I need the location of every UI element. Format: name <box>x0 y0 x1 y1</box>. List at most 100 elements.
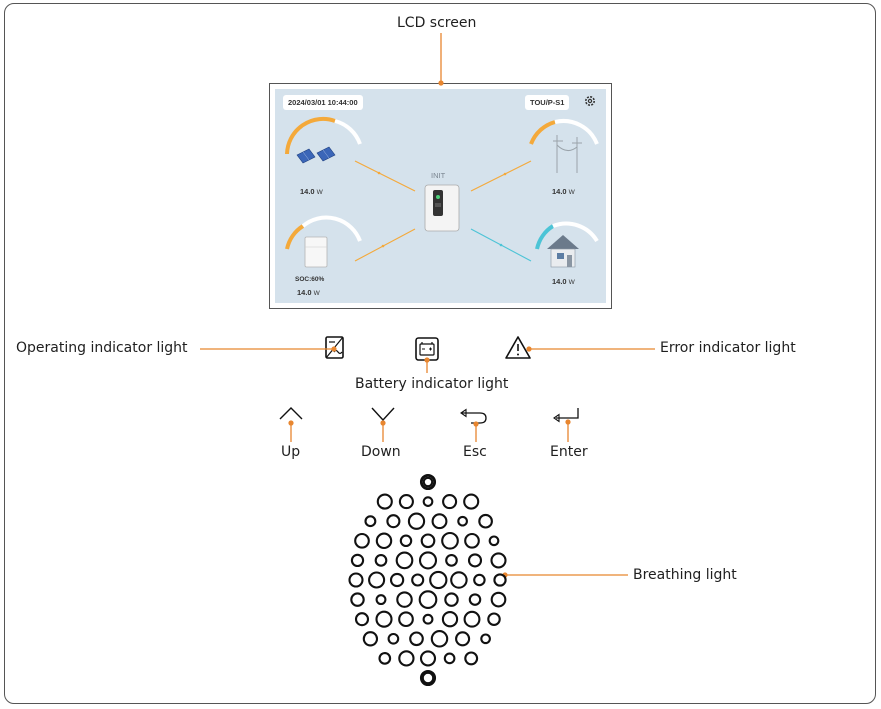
battery-power-value: 14.0 <box>297 288 312 297</box>
load-gauge-arc <box>535 224 555 250</box>
grille-hole <box>376 493 393 510</box>
return-icon <box>460 408 487 424</box>
grille-hole <box>348 572 364 588</box>
battery-flow-line <box>354 228 416 262</box>
grille-hole <box>431 513 448 530</box>
grid-power-value: 14.0 <box>552 187 567 196</box>
grille-hole <box>420 533 436 549</box>
grille-hole <box>368 571 386 589</box>
grid-power-unit: W <box>568 189 575 196</box>
grille-hole <box>375 610 393 628</box>
grille-hole <box>493 573 507 587</box>
grille-hole <box>464 651 479 666</box>
battery-power-unit: W <box>313 290 320 297</box>
grille-hole <box>419 650 437 667</box>
grille-hole <box>378 652 392 665</box>
grille-hole <box>375 532 393 550</box>
up-button-label: Up <box>281 444 301 460</box>
grille-hole <box>421 671 435 685</box>
grille-hole <box>478 513 493 529</box>
solar-panel-icon <box>296 146 336 164</box>
grille-hole <box>398 494 414 510</box>
grille-hole <box>422 476 434 488</box>
pv-flow-line <box>354 160 416 192</box>
grid-flow-line <box>470 160 532 192</box>
gear-icon[interactable] <box>583 94 597 108</box>
inverter-status: INIT <box>431 171 446 180</box>
lcd-screen: 2024/03/01 10:44:00 TOU/P-S1 <box>269 83 612 309</box>
breathing-light-label: Breathing light <box>633 567 737 583</box>
grille-hole <box>374 554 388 567</box>
grille-hole <box>399 534 413 548</box>
load-power-unit: W <box>568 279 575 286</box>
grille-hole <box>442 494 458 510</box>
grille-hole <box>419 473 437 491</box>
pv-gauge-arc <box>285 117 336 155</box>
down-arrow-icon <box>371 407 395 422</box>
battery-gauge-arc <box>285 224 305 250</box>
grille-hole <box>395 551 414 570</box>
grille-hole <box>430 630 449 648</box>
inverter-icon <box>424 184 460 232</box>
grille-hole <box>422 496 434 507</box>
warning-triangle-icon <box>505 336 531 359</box>
grille-hole <box>364 515 377 528</box>
breathing-light-grille <box>348 473 507 687</box>
grille-hole <box>441 611 459 628</box>
grille-hole <box>450 571 468 589</box>
grid-tower-icon <box>553 135 582 173</box>
operating-indicator-label: Operating indicator light <box>16 340 188 356</box>
grille-hole <box>455 631 471 647</box>
grille-hole <box>418 590 438 609</box>
grille-hole <box>389 572 405 588</box>
grille-hole <box>354 532 370 549</box>
grille-hole <box>387 632 400 645</box>
grille-hole <box>396 591 413 608</box>
load-power-value: 14.0 <box>552 277 567 286</box>
down-button-label: Down <box>361 444 401 460</box>
grille-hole <box>443 652 456 665</box>
enter-icon <box>553 408 579 423</box>
datetime-badge: 2024/03/01 10:44:00 <box>283 95 363 110</box>
pv-power-unit: W <box>316 189 323 196</box>
grille-hole <box>409 631 424 647</box>
esc-button-label: Esc <box>463 444 487 460</box>
grille-hole <box>354 612 370 627</box>
error-indicator-label: Error indicator light <box>660 340 796 356</box>
up-arrow-icon <box>279 407 303 420</box>
grille-hole <box>467 553 483 568</box>
grille-hole <box>398 650 415 667</box>
battery-indicator-label: Battery indicator light <box>355 376 509 392</box>
grille-hole <box>473 573 486 587</box>
pv-power-value: 14.0 <box>300 187 315 196</box>
battery-indicator-icon <box>415 337 439 361</box>
grille-hole <box>490 591 507 608</box>
grille-hole <box>398 611 414 628</box>
grille-hole <box>422 613 434 625</box>
grille-hole <box>411 573 425 587</box>
battery-soc: SOC:60% <box>295 276 325 283</box>
grille-hole <box>419 669 437 687</box>
enter-button-label: Enter <box>550 444 588 460</box>
battery-unit-icon <box>304 236 328 268</box>
grid-gauge-arc <box>529 120 556 145</box>
grille-hole <box>487 612 501 626</box>
grille-hole <box>463 610 481 628</box>
grille-hole <box>441 531 459 550</box>
grille-hole <box>418 551 438 570</box>
grille-hole <box>362 631 379 647</box>
grille-hole <box>457 515 468 527</box>
grille-hole <box>463 493 480 510</box>
grille-hole <box>429 570 448 590</box>
grille-hole <box>464 532 480 549</box>
grille-hole <box>407 512 426 530</box>
energy-flow-graphic <box>285 117 599 268</box>
grille-hole <box>490 552 507 569</box>
grille-hole <box>350 592 365 607</box>
grille-hole <box>468 593 482 606</box>
